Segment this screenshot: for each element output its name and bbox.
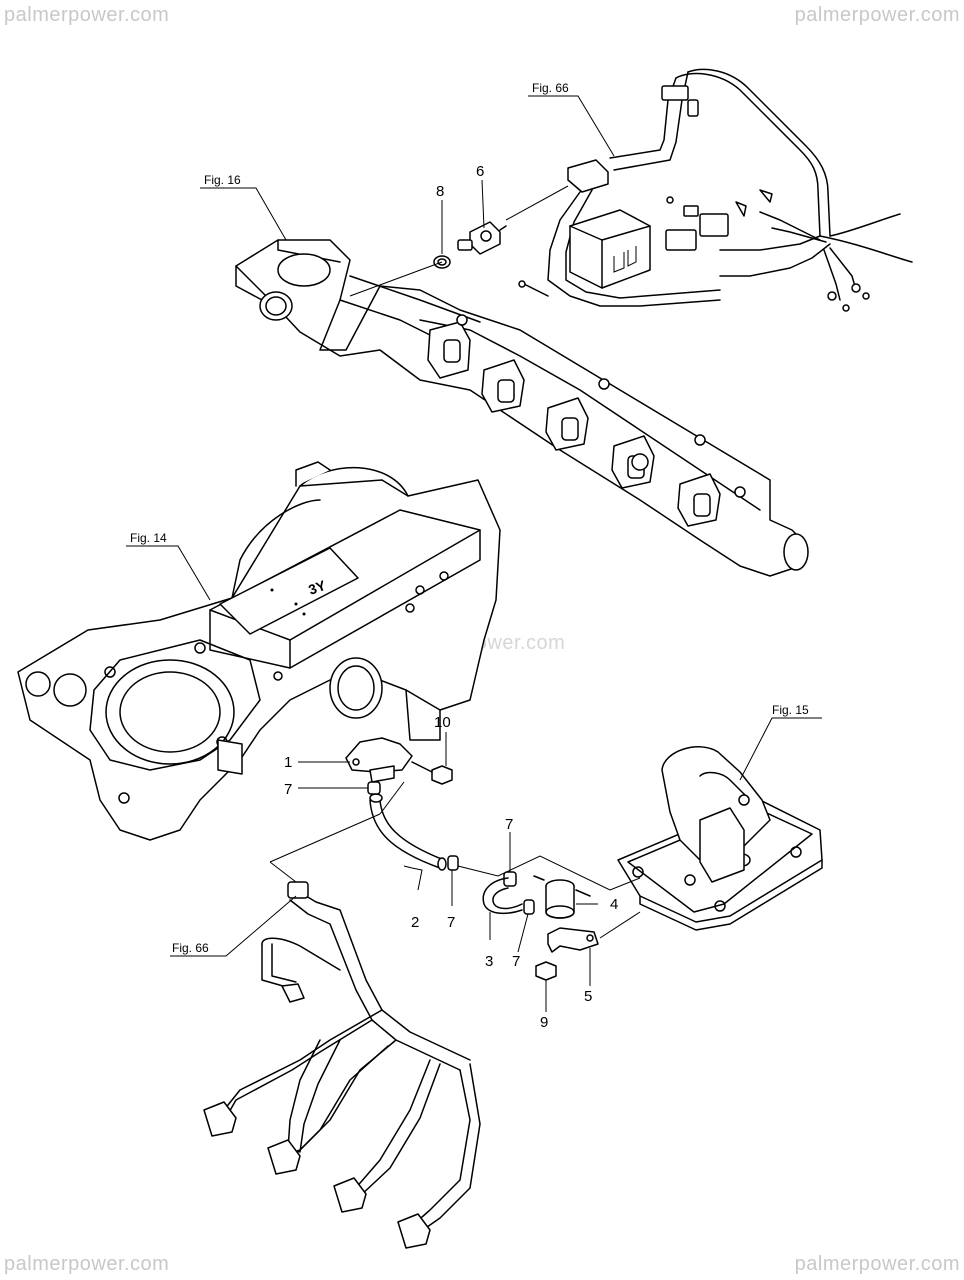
part-number-6: 6 xyxy=(476,163,484,180)
part-9-bolt xyxy=(535,961,557,981)
part-5-bracket xyxy=(547,927,599,953)
part-number-7-d: 7 xyxy=(512,953,520,970)
fig-66-top-label: Fig. 66 xyxy=(532,81,569,95)
part-number-1: 1 xyxy=(284,754,292,771)
watermark-top-left: palmerpower.com xyxy=(4,4,170,26)
part-number-8: 8 xyxy=(436,183,444,200)
part-number-10: 10 xyxy=(434,714,451,731)
part-number-2: 2 xyxy=(411,914,419,931)
part-number-9: 9 xyxy=(540,1014,548,1031)
rocker-cover xyxy=(617,746,823,931)
fig-15-label: Fig. 15 xyxy=(772,703,809,717)
watermark-bottom-left: palmerpower.com xyxy=(4,1253,170,1275)
part-number-3: 3 xyxy=(485,953,493,970)
wire-harness-top xyxy=(505,68,913,312)
part-6-sensor xyxy=(457,221,507,255)
part-4-valve xyxy=(533,875,591,919)
part-7-clamps xyxy=(367,781,535,915)
leader-lines xyxy=(126,95,822,1012)
part-10-bolt xyxy=(411,761,453,785)
exhaust-manifold xyxy=(235,239,809,577)
part-number-7-b: 7 xyxy=(505,816,513,833)
part-number-5: 5 xyxy=(584,988,592,1005)
part-3-hose xyxy=(482,877,523,915)
part-number-7-a: 7 xyxy=(284,781,292,798)
watermark-top-right: palmerpower.com xyxy=(794,4,960,26)
part-8-gasket xyxy=(433,255,451,269)
wire-harness-bottom xyxy=(203,881,481,1249)
fig-66-bottom-label: Fig. 66 xyxy=(172,941,209,955)
body-marking: 3Y xyxy=(306,577,328,598)
part-number-4: 4 xyxy=(610,896,618,913)
part-number-7-c: 7 xyxy=(447,914,455,931)
part-2-hose xyxy=(369,793,447,871)
intake-manifold: 3Y xyxy=(17,461,501,841)
fig-16-label: Fig. 16 xyxy=(204,173,241,187)
part-1-bracket xyxy=(345,737,413,783)
watermark-bottom-right: palmerpower.com xyxy=(794,1253,960,1275)
fig-14-label: Fig. 14 xyxy=(130,531,167,545)
